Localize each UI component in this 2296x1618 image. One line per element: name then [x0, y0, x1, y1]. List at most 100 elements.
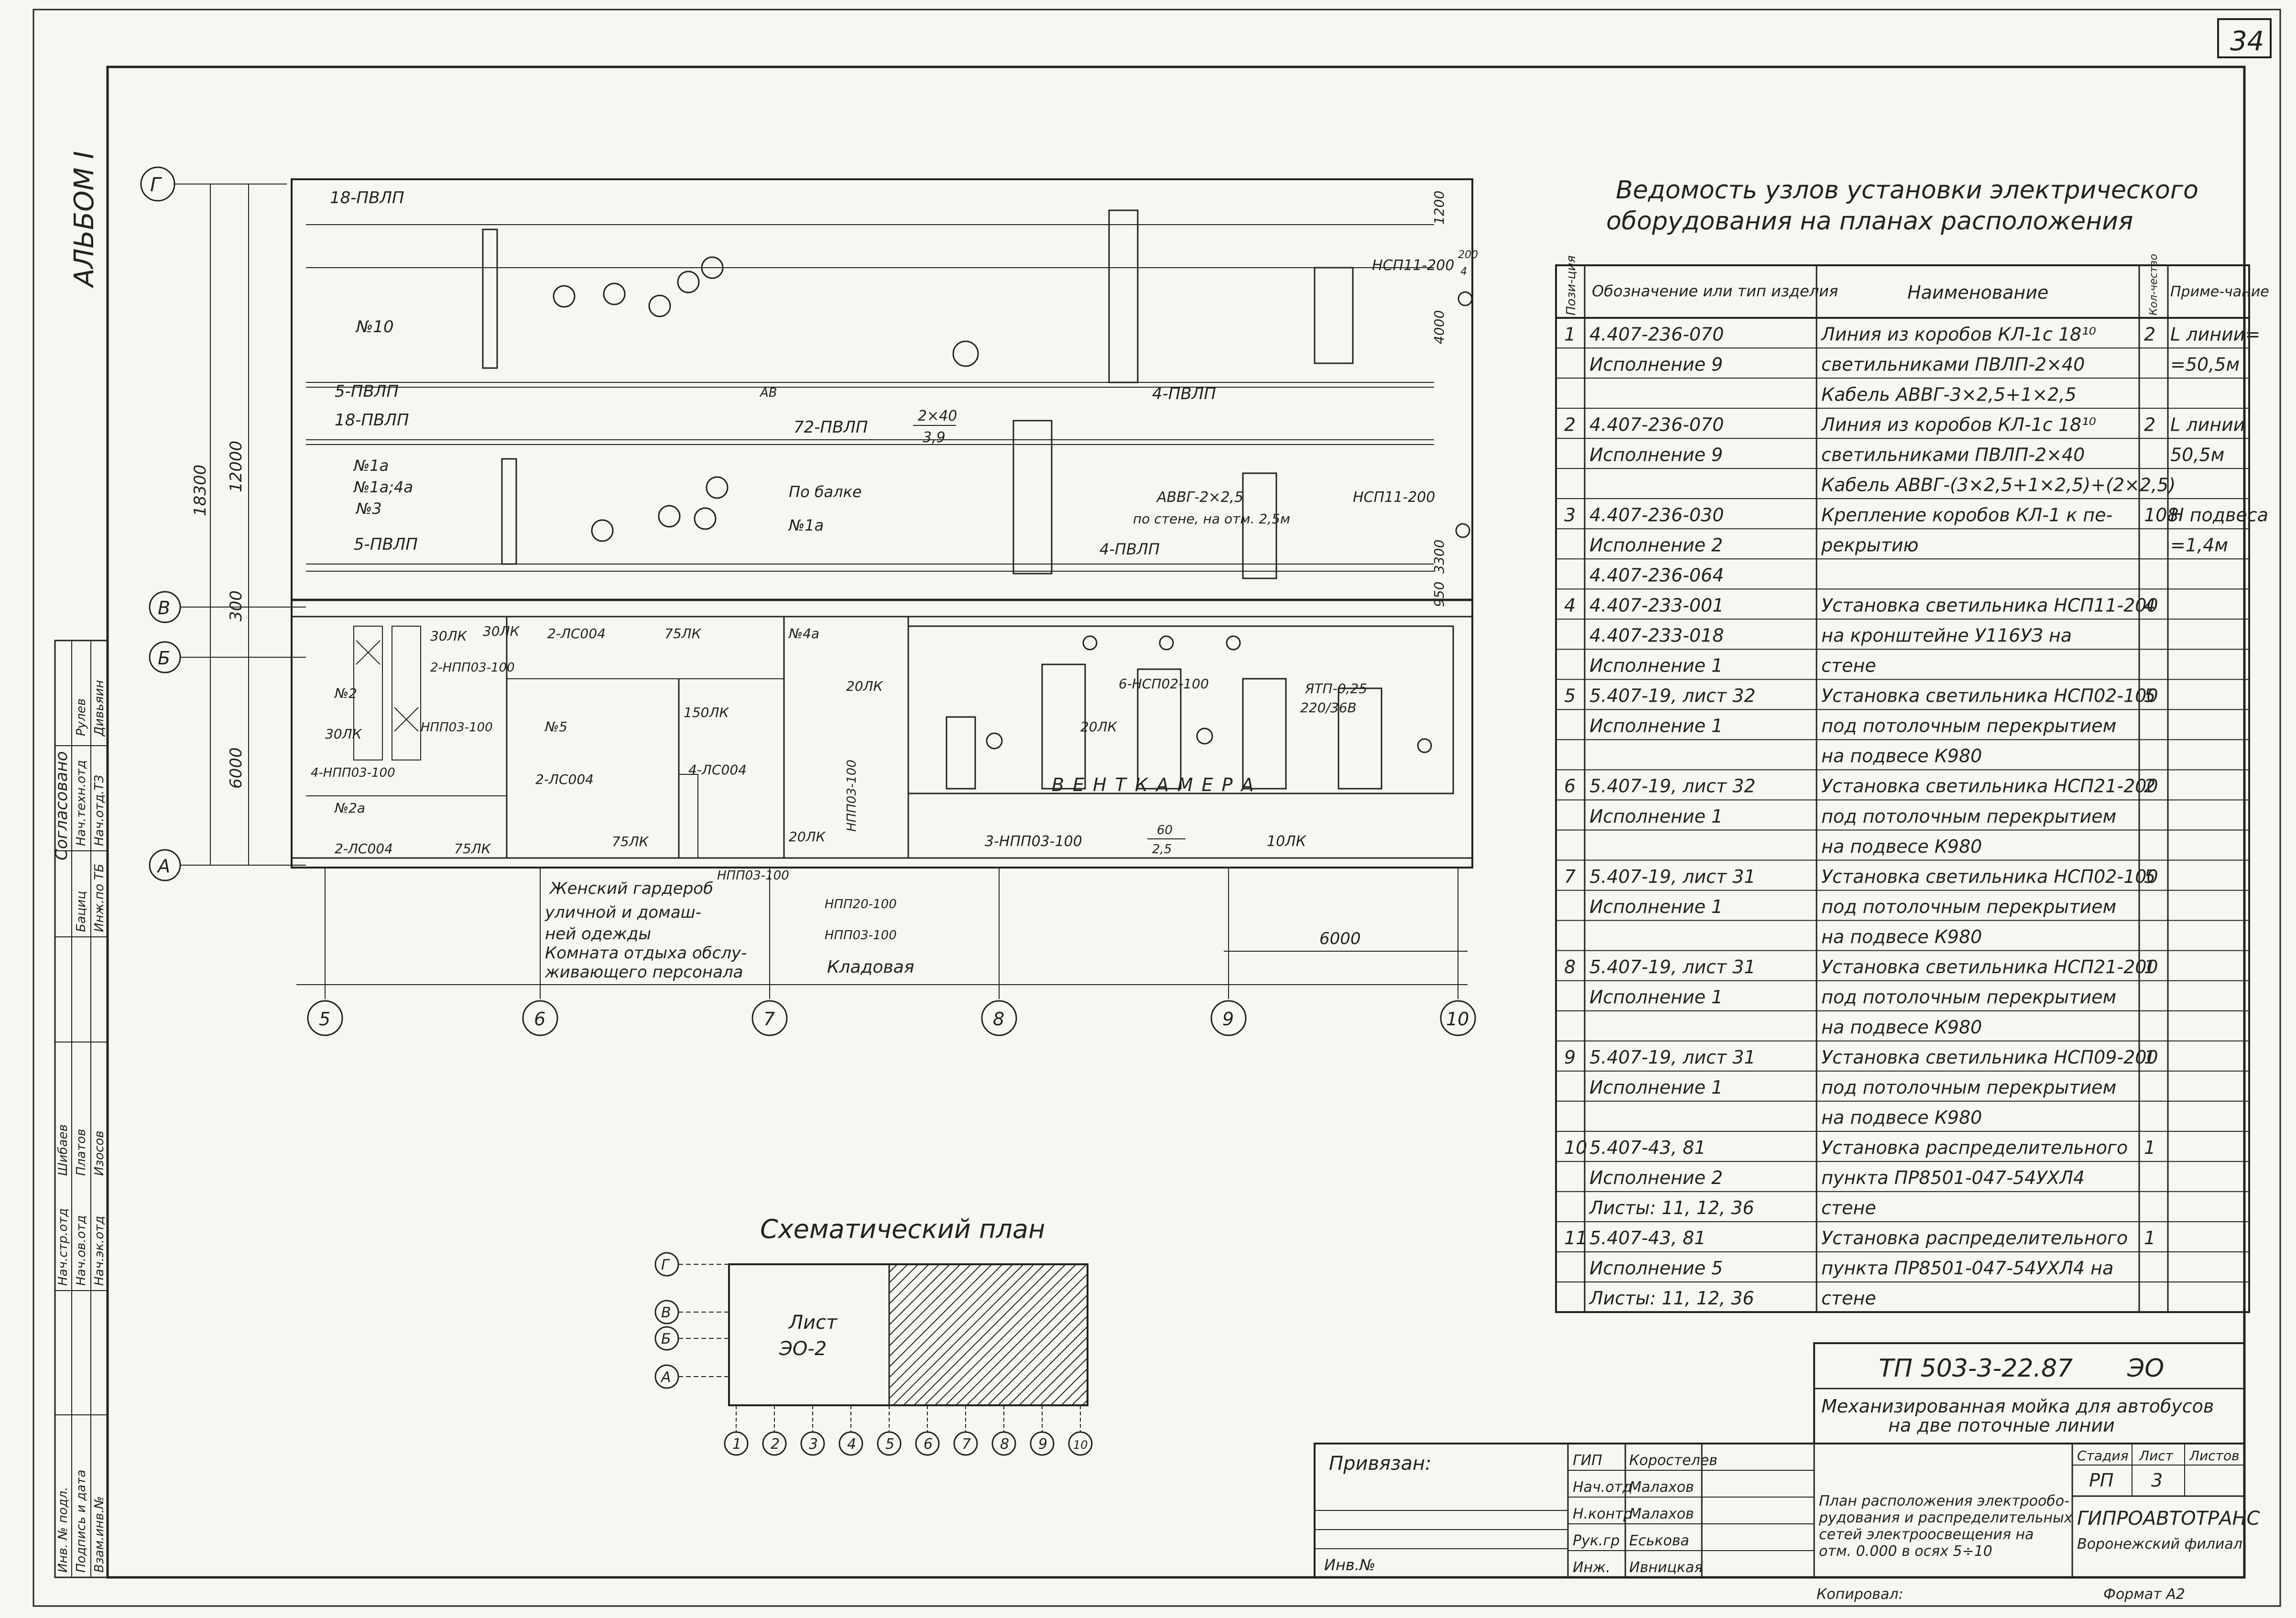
statement-designation: Исполнение 1 — [1589, 806, 1723, 827]
format-label: Формат А2 — [2103, 1586, 2185, 1603]
label-20lk-a: 20ЛК — [1080, 719, 1118, 735]
schematic-col-label: 7 — [962, 1436, 971, 1453]
label-dim-950: 950 — [1431, 582, 1447, 607]
dim-18300: 18300 — [191, 465, 210, 516]
statement-designation: 5.407-19, лист 31 — [1589, 866, 1755, 887]
statement-designation: 5.407-19, лист 31 — [1589, 1047, 1755, 1068]
luminaire-row-1 — [482, 228, 498, 369]
staff-name: Малахов — [1629, 1479, 1694, 1496]
label-30lk-1: 30ЛК — [430, 628, 468, 644]
statement-designation: 5.407-43, 81 — [1589, 1227, 1706, 1249]
statement-designation: Исполнение 9 — [1589, 444, 1723, 465]
statement-qty: 2 — [2144, 414, 2155, 435]
column-axes: 5 6 7 8 9 10 — [307, 868, 1476, 1036]
statement-qty: 5 — [2144, 685, 2155, 706]
statement-designation: Исполнение 5 — [1589, 1258, 1723, 1279]
label-dim-3300: 3300 — [1431, 540, 1447, 574]
label-nppo-a: 2-НПП03-100 — [430, 661, 515, 675]
statement-pos: 10 — [1564, 1137, 1587, 1158]
statement-name: под потолочным перекрытием — [1821, 896, 2116, 917]
approvals-strip: Согласовано Нач.техн.отд Нач.отд.ТЗ Инж.… — [52, 640, 109, 1578]
schematic-row-label: Б — [661, 1331, 671, 1347]
label-yatp-v: 220/36В — [1300, 700, 1357, 716]
project-line-1: Механизированная мойка для автобусов — [1821, 1396, 2214, 1417]
label-20lk-c: 20ЛК — [789, 829, 826, 845]
staff-name: Еськова — [1629, 1532, 1689, 1549]
schematic-sheet-ref: ЭО-2 — [779, 1338, 827, 1360]
privyazan: Привязан: — [1329, 1453, 1432, 1475]
label-n2: №2 — [334, 685, 357, 701]
label-5-pvlp-a: 5-ПВЛП — [335, 382, 399, 401]
hdr-designation: Обозначение или тип изделия — [1592, 282, 1838, 300]
org-name: ГИПРОАВТОТРАНС — [2077, 1508, 2260, 1530]
schematic-col-label: 10 — [1073, 1438, 1088, 1452]
label-75lk-1: 75ЛК — [664, 626, 702, 641]
staff-role: Рук.гр — [1573, 1532, 1620, 1549]
statement-designation: 5.407-19, лист 32 — [1589, 685, 1755, 706]
statement-note: L линии — [2170, 414, 2245, 435]
statement-qty: 1 — [2144, 1137, 2155, 1158]
org-branch: Воронежский филиал — [2077, 1536, 2242, 1553]
statement-pos: 7 — [1564, 866, 1576, 887]
statement-qty: 2 — [2144, 776, 2155, 797]
dim-12000: 12000 — [227, 441, 246, 492]
label-nppo-g: НПП20-100 — [825, 897, 897, 912]
statement-qty: 2 — [2144, 324, 2155, 345]
approvals-name2-1: Шибаев — [56, 1124, 70, 1176]
statement-note: 50,5м — [2170, 444, 2224, 465]
statement-pos: 11 — [1564, 1227, 1587, 1249]
label-2ls004-b: 2-ЛС004 — [535, 771, 594, 787]
wall-lamp-1 — [1458, 291, 1473, 306]
statement-name: под потолочным перекрытием — [1821, 716, 2116, 737]
statement-qty: 1 — [2144, 956, 2155, 977]
statement-designation: 4.407-236-030 — [1589, 504, 1724, 525]
staff-role: ГИП — [1573, 1452, 1602, 1469]
schematic-col-axis — [762, 1431, 787, 1456]
row-axis-a: А — [149, 849, 306, 881]
statement-designation: 4.407-233-001 — [1589, 595, 1724, 616]
hdr-pos: Пози-ция — [1564, 255, 1578, 315]
label-2ls004-a: 2-ЛС004 — [547, 626, 606, 641]
label-nsp11-frac-200: 200 — [1458, 249, 1478, 261]
schematic-col-axis — [877, 1431, 902, 1456]
staff-role: Инж. — [1573, 1559, 1610, 1576]
statement-name: стене — [1821, 1197, 1876, 1218]
schematic-col-label: 4 — [847, 1436, 856, 1453]
label-4-pvlp-b: 4-ПВЛП — [1099, 540, 1160, 558]
label-po-stene: по стене, на отм. 2,5м — [1133, 511, 1290, 527]
approvals-name2-3: Изосов — [92, 1130, 107, 1176]
label-nppo-c: 4-НПП03-100 — [311, 766, 395, 780]
row-axis-b: Б — [149, 641, 306, 673]
label-n10: №10 — [355, 317, 394, 337]
statement-name: Линия из коробов КЛ-1с 18¹⁰ — [1820, 414, 2096, 435]
inv-signature: Подпись и дата — [74, 1470, 88, 1573]
statement-qty: 5 — [2144, 866, 2155, 887]
room-name-rest-room: Комната отдыха обслу- — [545, 944, 747, 963]
statement-name: на подвесе К980 — [1821, 926, 1982, 947]
label-frac-25: 2,5 — [1152, 842, 1172, 857]
floor-plan: Г В Б А 18300 12000 300 6000 — [140, 166, 1478, 985]
room-name-womens-wardrobe-3: ней одежды — [545, 924, 651, 944]
statement-name: под потолочным перекрытием — [1821, 987, 2116, 1008]
schematic-title: Схематический план — [760, 1214, 1045, 1244]
approvals-role2-1: Нач.стр.отд — [56, 1208, 70, 1286]
svg-text:оборудования на планах располо: оборудования на планах расположения — [1606, 207, 2133, 236]
album-label: АЛЬБОМ I — [69, 151, 100, 288]
statement-designation: 5.407-19, лист 31 — [1589, 956, 1755, 977]
statement-name: Установка светильника НСП11-200 — [1821, 595, 2158, 616]
label-nsp02: 6-НСП02-100 — [1119, 676, 1209, 692]
statement-qty: 108 — [2144, 504, 2179, 525]
statement-name: Установка светильника НСП21-200 — [1821, 776, 2158, 797]
sheet-header: Лист — [2139, 1448, 2174, 1464]
row-axis-g: Г — [140, 166, 287, 202]
statement-name: пункта ПР8501-047-54УХЛ4 на — [1821, 1258, 2113, 1279]
lamp-cluster-2 — [591, 476, 729, 542]
statement-designation: 5.407-43, 81 — [1589, 1137, 1706, 1158]
label-4ls004: 4-ЛС004 — [688, 762, 747, 778]
approvals-name-1: Рулев — [74, 698, 88, 736]
label-30lk-3: 30ЛК — [483, 623, 520, 639]
statement-name: Установка светильника НСП09-200 — [1821, 1047, 2158, 1068]
label-18-pvlp-mid: 18-ПВЛП — [335, 411, 409, 430]
label-10lk: 10ЛК — [1267, 833, 1307, 850]
